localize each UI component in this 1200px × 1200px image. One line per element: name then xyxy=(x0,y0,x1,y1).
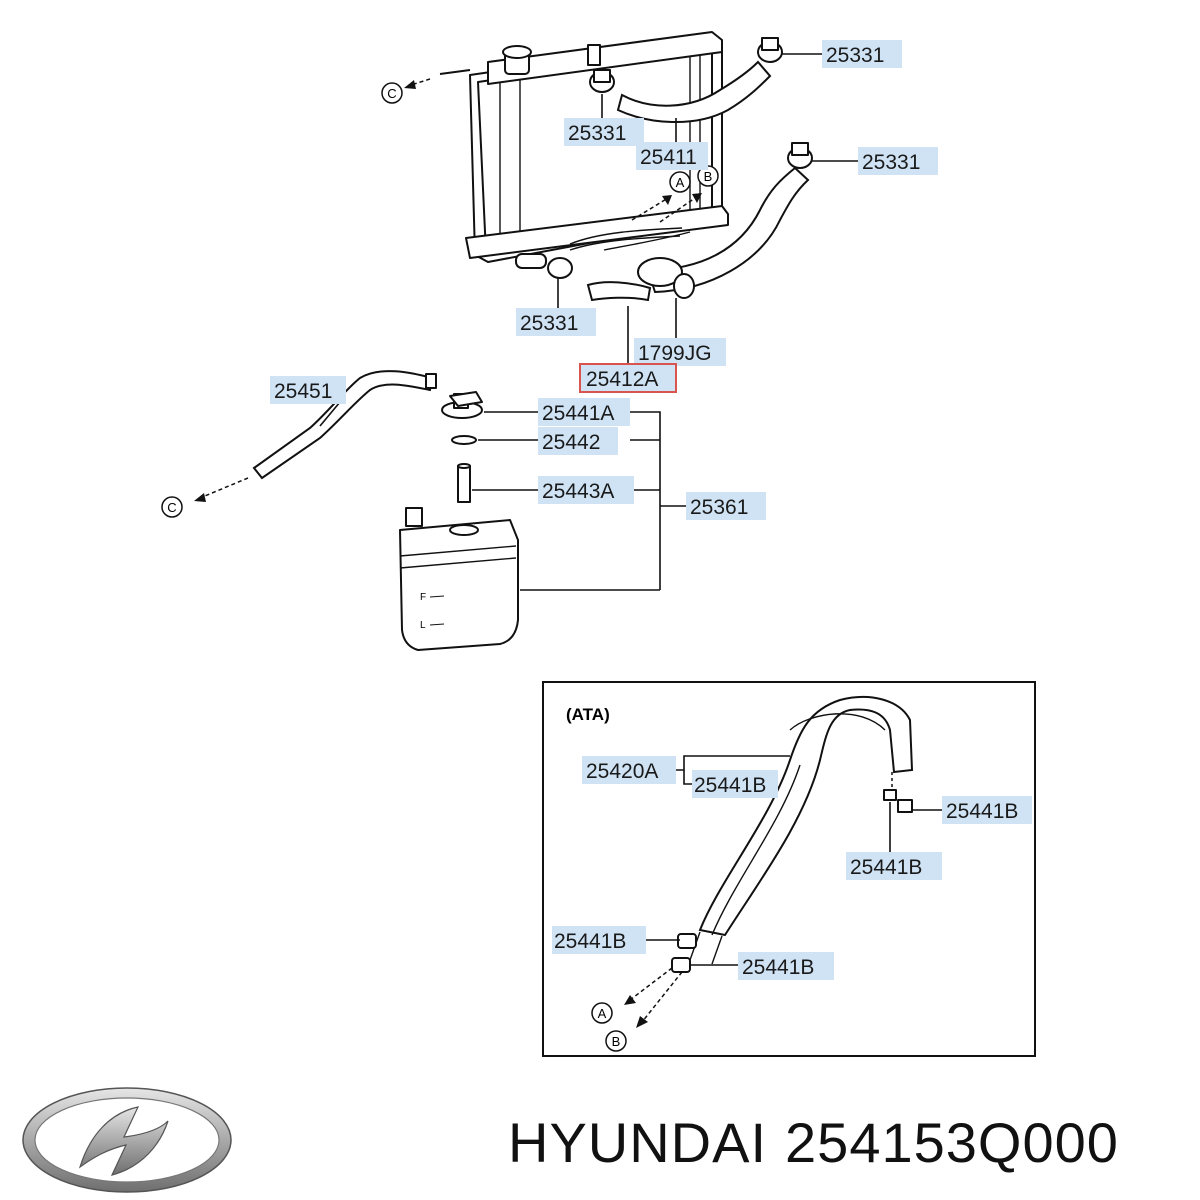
svg-text:C: C xyxy=(167,500,176,515)
svg-text:25451: 25451 xyxy=(274,380,332,403)
brand-name: HYUNDAI xyxy=(508,1111,768,1174)
label-25441B-mid: 25441B xyxy=(846,852,942,880)
inset-ata: (ATA) A B xyxy=(542,681,1036,1057)
part-number: 254153Q000 xyxy=(785,1111,1119,1174)
reservoir-tank: F L xyxy=(399,507,519,651)
svg-text:25361: 25361 xyxy=(690,496,748,519)
lower-hose-25412A xyxy=(547,166,810,302)
svg-text:25442: 25442 xyxy=(542,431,600,454)
arrow-to-c-top xyxy=(404,78,431,89)
label-25420A: 25420A xyxy=(582,756,676,784)
label-25361: 25361 xyxy=(686,492,766,520)
marker-c-bottom: C xyxy=(161,496,183,518)
svg-text:L: L xyxy=(420,620,426,631)
label-25451: 25451 xyxy=(270,376,346,404)
svg-text:25441B: 25441B xyxy=(694,774,766,797)
label-25441A: 25441A xyxy=(538,398,630,426)
svg-text:F: F xyxy=(420,592,426,603)
tube-25443A xyxy=(457,463,471,503)
svg-text:A: A xyxy=(598,1006,607,1021)
svg-text:25412A: 25412A xyxy=(586,368,658,391)
clamp-25331-top-right xyxy=(757,37,783,63)
label-25442: 25442 xyxy=(538,427,618,455)
label-25331-top-right: 25331 xyxy=(822,40,902,68)
svg-text:25420A: 25420A xyxy=(586,760,658,783)
svg-text:B: B xyxy=(704,169,713,184)
svg-text:A: A xyxy=(676,175,685,190)
label-25412A-highlighted[interactable]: 25412A xyxy=(579,363,677,393)
marker-c-top: C xyxy=(381,82,403,104)
label-25331-lower: 25331 xyxy=(516,308,596,336)
svg-text:25331: 25331 xyxy=(826,44,884,67)
inset-hoses xyxy=(671,696,914,973)
label-1799JG: 1799JG xyxy=(634,338,726,366)
svg-text:25441B: 25441B xyxy=(850,856,922,879)
footer-caption: HYUNDAI 254153Q000 xyxy=(508,1110,1137,1175)
leader-lines xyxy=(319,53,858,591)
label-25331-mid-right: 25331 xyxy=(858,147,938,175)
clamp-25331-mid-right xyxy=(787,142,813,169)
svg-text:25443A: 25443A xyxy=(542,480,614,503)
svg-text:C: C xyxy=(387,86,396,101)
label-25441B-bottom: 25441B xyxy=(738,952,834,980)
svg-text:25331: 25331 xyxy=(520,312,578,335)
upper-hose-25411 xyxy=(589,60,772,124)
inset-marker-a: A xyxy=(591,1002,613,1024)
inset-leader-lines xyxy=(646,755,942,966)
reservoir-cap-25441A xyxy=(441,391,483,419)
svg-text:25411: 25411 xyxy=(640,146,697,169)
label-25411: 25411 xyxy=(636,142,708,170)
radiator xyxy=(439,31,729,269)
svg-text:25441B: 25441B xyxy=(946,800,1018,823)
inset-marker-b: B xyxy=(605,1030,627,1052)
label-25441B-left: 25441B xyxy=(552,926,646,954)
marker-a: A xyxy=(669,171,691,193)
svg-text:25441B: 25441B xyxy=(554,930,626,953)
svg-text:25331: 25331 xyxy=(568,122,626,145)
arrow-to-c-bottom xyxy=(194,477,249,502)
svg-text:25331: 25331 xyxy=(862,151,920,174)
gasket-25442 xyxy=(451,435,477,445)
svg-text:25441A: 25441A xyxy=(542,402,614,425)
svg-text:B: B xyxy=(612,1034,621,1049)
label-25441B-upper: 25441B xyxy=(692,770,778,798)
label-25331-top-center: 25331 xyxy=(564,118,644,146)
svg-text:1799JG: 1799JG xyxy=(638,342,712,365)
hyundai-logo xyxy=(22,1087,232,1193)
inset-arrows xyxy=(624,967,683,1028)
label-25441B-right: 25441B xyxy=(942,796,1032,824)
label-25443A: 25443A xyxy=(538,476,634,504)
inset-title: (ATA) xyxy=(566,705,610,724)
arrows-a-b xyxy=(631,193,702,223)
svg-text:25441B: 25441B xyxy=(742,956,814,979)
